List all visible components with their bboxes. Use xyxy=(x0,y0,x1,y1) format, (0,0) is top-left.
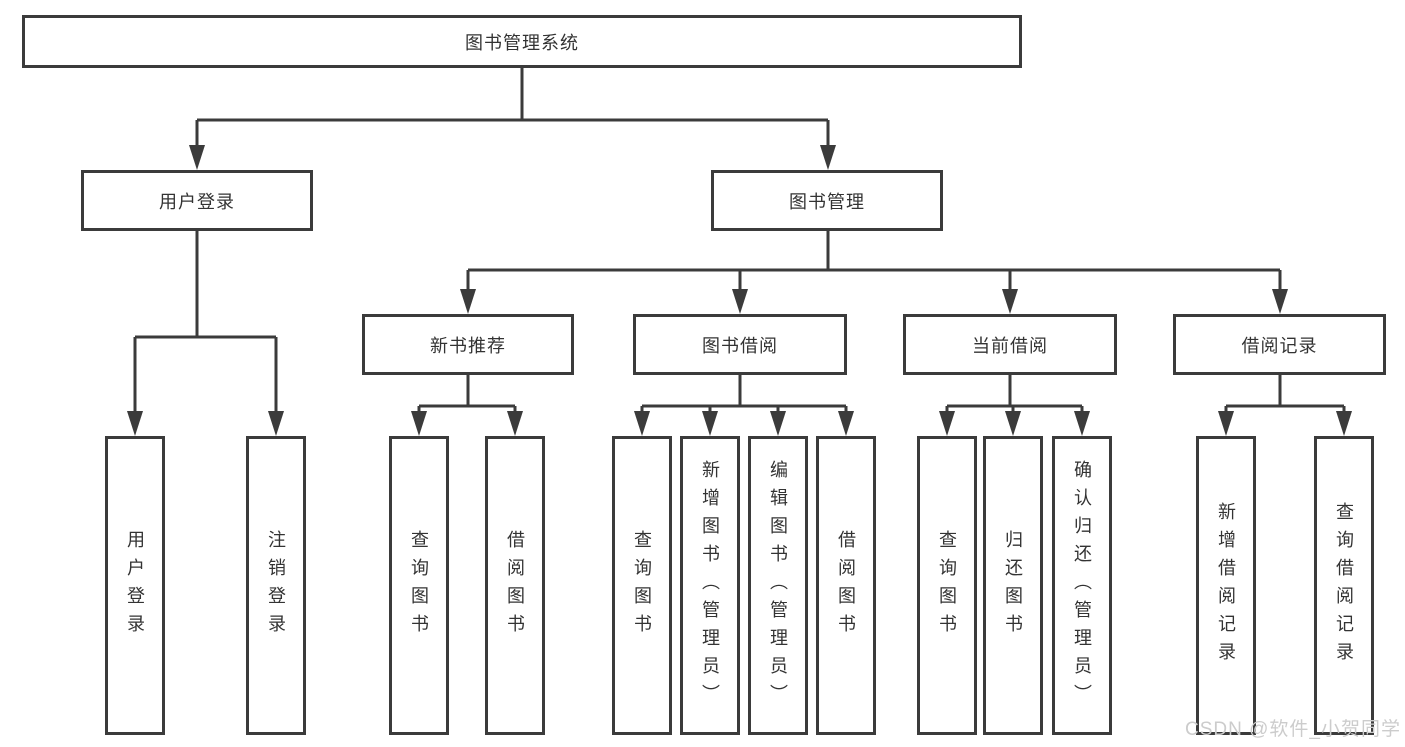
arrowhead-down-icon xyxy=(838,411,854,436)
leaf-logout: 注销登录 xyxy=(246,436,306,735)
arrowhead-down-icon xyxy=(1002,289,1018,314)
arrowhead-down-icon xyxy=(820,145,836,170)
leaf-query-books-current: 查询图书 xyxy=(917,436,977,735)
node-book-borrowing: 图书借阅 xyxy=(633,314,847,375)
arrowhead-down-icon xyxy=(507,411,523,436)
arrowhead-down-icon xyxy=(1074,411,1090,436)
arrowhead-down-icon xyxy=(268,411,284,436)
leaf-borrow-books-recommend: 借阅图书 xyxy=(485,436,545,735)
node-current-borrowing: 当前借阅 xyxy=(903,314,1117,375)
arrowhead-down-icon xyxy=(1272,289,1288,314)
leaf-add-borrow-record: 新增借阅记录 xyxy=(1196,436,1256,735)
leaf-query-borrow-record: 查询借阅记录 xyxy=(1314,436,1374,735)
node-label: 图书管理 xyxy=(789,191,865,212)
leaf-return-books: 归还图书 xyxy=(983,436,1043,735)
arrowhead-down-icon xyxy=(460,289,476,314)
arrowhead-down-icon xyxy=(732,289,748,314)
leaf-borrow-books-borrowing: 借阅图书 xyxy=(816,436,876,735)
node-label: 图书借阅 xyxy=(702,335,778,356)
arrowhead-down-icon xyxy=(189,145,205,170)
arrowhead-down-icon xyxy=(1005,411,1021,436)
node-book-management: 图书管理 xyxy=(711,170,943,231)
leaf-confirm-return-admin: 确认归还（管理员） xyxy=(1052,436,1112,735)
node-label: 图书管理系统 xyxy=(465,32,579,53)
node-label: 新书推荐 xyxy=(430,335,506,356)
leaf-add-books-admin: 新增图书（管理员） xyxy=(680,436,740,735)
arrowhead-down-icon xyxy=(770,411,786,436)
node-label: 当前借阅 xyxy=(972,335,1048,356)
arrowhead-down-icon xyxy=(1336,411,1352,436)
node-label: 用户登录 xyxy=(159,191,235,212)
node-label: 借阅记录 xyxy=(1241,335,1318,356)
leaf-query-books-borrowing: 查询图书 xyxy=(612,436,672,735)
arrowhead-down-icon xyxy=(411,411,427,436)
leaf-user-login: 用户登录 xyxy=(105,436,165,735)
node-library-management-system: 图书管理系统 xyxy=(22,15,1022,68)
node-user-login: 用户登录 xyxy=(81,170,313,231)
node-new-book-recommend: 新书推荐 xyxy=(362,314,574,375)
leaf-query-books-recommend: 查询图书 xyxy=(389,436,449,735)
arrowhead-down-icon xyxy=(702,411,718,436)
csdn-watermark: CSDN @软件_小贺同学 xyxy=(1185,719,1401,740)
arrowhead-down-icon xyxy=(127,411,143,436)
arrowhead-down-icon xyxy=(634,411,650,436)
leaf-edit-books-admin: 编辑图书（管理员） xyxy=(748,436,808,735)
arrowhead-down-icon xyxy=(1218,411,1234,436)
arrowhead-down-icon xyxy=(939,411,955,436)
node-borrowing-records: 借阅记录 xyxy=(1173,314,1386,375)
